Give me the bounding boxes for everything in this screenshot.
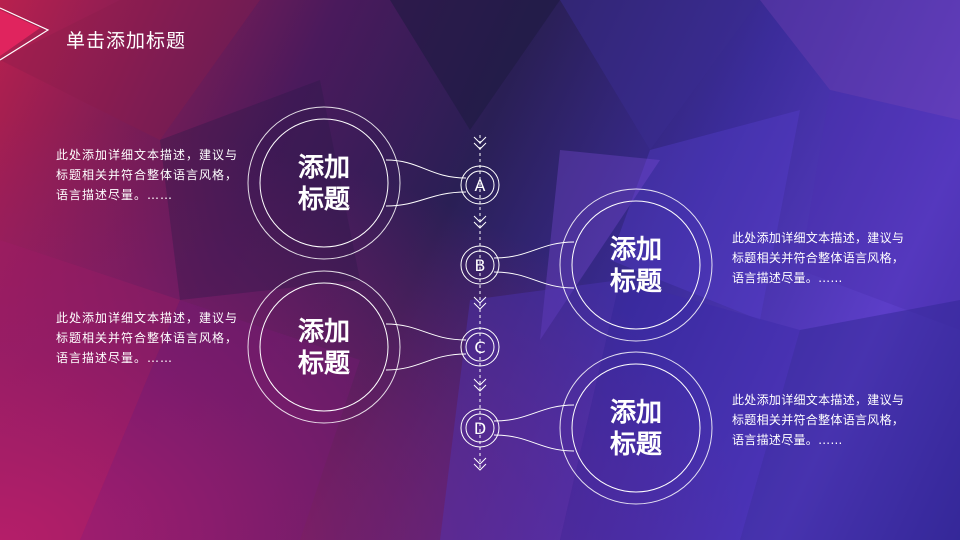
marker-b: B [475, 256, 486, 275]
node-3-title-line2: 标题 [297, 349, 350, 379]
node-3-title-line1: 添加 [297, 317, 350, 347]
node-2-title-line1: 添加 [609, 235, 662, 265]
corner-logo-icon [0, 7, 50, 61]
node-2-description[interactable]: 此处添加详细文本描述，建议与标题相关并符合整体语言风格，语言描述尽量。…… [732, 231, 905, 285]
node-1-title-line2: 标题 [297, 185, 350, 215]
slide-title[interactable]: 单击添加标题 [66, 30, 187, 52]
timeline-node-3 [247, 270, 500, 424]
node-1-description[interactable]: 此处添加详细文本描述，建议与标题相关并符合整体语言风格，语言描述尽量。…… [56, 148, 239, 202]
node-4-title-line1: 添加 [609, 398, 662, 428]
node-3-description[interactable]: 此处添加详细文本描述，建议与标题相关并符合整体语言风格，语言描述尽量。…… [56, 311, 239, 365]
marker-a: A [475, 176, 486, 195]
marker-c: C [474, 338, 485, 357]
node-4-description[interactable]: 此处添加详细文本描述，建议与标题相关并符合整体语言风格，语言描述尽量。…… [732, 393, 905, 447]
timeline-node-1 [247, 106, 500, 260]
node-1-title[interactable]: 添加 标题 [269, 152, 379, 216]
node-4-title-line2: 标题 [609, 430, 662, 460]
marker-d: D [474, 419, 486, 438]
node-1-title-line1: 添加 [297, 153, 350, 183]
node-4-title[interactable]: 添加 标题 [581, 397, 691, 461]
timeline-node-2 [460, 188, 713, 342]
timeline-node-4 [460, 351, 713, 505]
node-2-title-line2: 标题 [609, 267, 662, 297]
node-2-title[interactable]: 添加 标题 [581, 234, 691, 298]
chevron-down-icon [473, 136, 487, 471]
node-3-title[interactable]: 添加 标题 [269, 316, 379, 380]
